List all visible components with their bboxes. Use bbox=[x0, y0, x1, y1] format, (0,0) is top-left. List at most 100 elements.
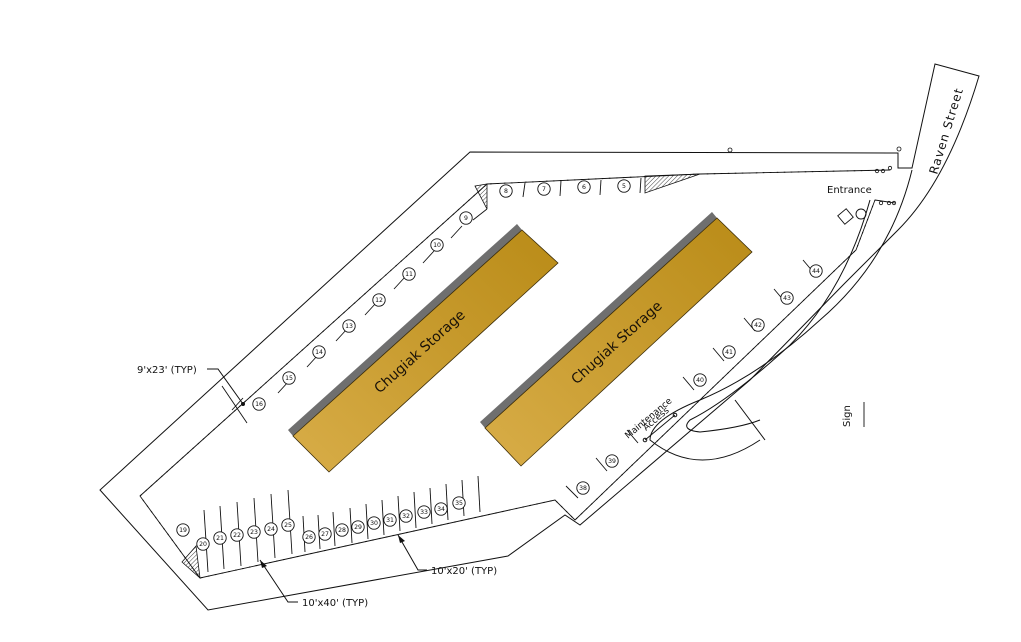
stall-marker-circle bbox=[213, 531, 227, 545]
stall-marker: 30 bbox=[367, 516, 381, 530]
stall-marker: 15 bbox=[282, 371, 296, 385]
stall-marker: 9 bbox=[459, 211, 473, 225]
stall-number: 7 bbox=[542, 186, 546, 193]
building-right-body bbox=[484, 217, 753, 467]
stall-number: 10 bbox=[433, 242, 441, 249]
stall-marker-circle bbox=[342, 319, 356, 333]
hatched-area-top-left bbox=[474, 183, 488, 210]
stall-marker: 38 bbox=[576, 481, 590, 495]
stall-marker-circle bbox=[282, 371, 296, 385]
stall-marker: 28 bbox=[335, 523, 349, 537]
callout-stall-small-leader bbox=[207, 368, 244, 405]
stall-marker: 10 bbox=[430, 238, 444, 252]
stall-marker-circle bbox=[252, 397, 266, 411]
maintenance-gate-post bbox=[642, 437, 648, 443]
stall-marker: 24 bbox=[264, 522, 278, 536]
stall-number: 24 bbox=[267, 526, 275, 533]
stall-marker: 12 bbox=[372, 293, 386, 307]
stall-marker-circle bbox=[430, 238, 444, 252]
stall-number: 25 bbox=[284, 522, 292, 529]
stall-number: 27 bbox=[321, 531, 329, 538]
stall-number: 40 bbox=[696, 377, 704, 384]
stall-marker-circle bbox=[452, 496, 466, 510]
stall-number: 20 bbox=[199, 541, 207, 548]
stall-marker-circle bbox=[196, 537, 210, 551]
entrance-label: Entrance bbox=[827, 185, 872, 196]
gate-posts bbox=[727, 146, 902, 206]
stall-number: 35 bbox=[455, 500, 463, 507]
stall-number: 33 bbox=[420, 509, 428, 516]
stall-marker-circle bbox=[434, 502, 448, 516]
stall-marker-circle bbox=[537, 182, 551, 196]
stall-marker-circle bbox=[372, 293, 386, 307]
stall-number: 21 bbox=[216, 535, 224, 542]
sign-post-line bbox=[734, 399, 766, 441]
stall-marker: 44 bbox=[809, 264, 823, 278]
stall-marker: 42 bbox=[751, 318, 765, 332]
stall-number: 32 bbox=[402, 513, 410, 520]
driveway-outer-curve bbox=[649, 169, 913, 461]
stall-marker-circle bbox=[809, 264, 823, 278]
stall-marker: 21 bbox=[213, 531, 227, 545]
stall-number: 30 bbox=[370, 520, 378, 527]
stall-number: 6 bbox=[582, 184, 586, 191]
stall-marker: 20 bbox=[196, 537, 210, 551]
gate-line bbox=[874, 199, 896, 204]
stall-number: 14 bbox=[315, 349, 323, 356]
stall-marker-circle bbox=[617, 179, 631, 193]
stall-number: 39 bbox=[608, 458, 616, 465]
stall-marker-circle bbox=[459, 211, 473, 225]
typ-stall-small-dimension bbox=[221, 385, 248, 424]
stall-marker: 8 bbox=[499, 184, 513, 198]
stall-marker-circle bbox=[399, 509, 413, 523]
stall-marker: 19 bbox=[176, 523, 190, 537]
stall-marker-circle bbox=[312, 345, 326, 359]
stall-marker: 27 bbox=[318, 527, 332, 541]
stall-number: 8 bbox=[504, 188, 508, 195]
stall-marker-circle bbox=[230, 528, 244, 542]
callout-stall-small: 9'x23' (TYP) bbox=[137, 365, 197, 376]
stall-marker: 23 bbox=[247, 525, 261, 539]
stall-number: 38 bbox=[579, 485, 587, 492]
stall-marker-circle bbox=[383, 513, 397, 527]
stall-marker-circle bbox=[247, 525, 261, 539]
stall-marker-circle bbox=[302, 530, 316, 544]
stall-marker: 39 bbox=[605, 454, 619, 468]
stall-marker: 34 bbox=[434, 502, 448, 516]
stall-marker: 5 bbox=[617, 179, 631, 193]
stall-number: 16 bbox=[255, 401, 263, 408]
stall-marker-circle bbox=[335, 523, 349, 537]
stall-marker-circle bbox=[780, 291, 794, 305]
stall-marker-circle bbox=[417, 505, 431, 519]
building-right: Chugiak Storage bbox=[480, 212, 753, 467]
stall-marker: 11 bbox=[402, 267, 416, 281]
stall-number: 41 bbox=[725, 349, 733, 356]
stall-marker-circle bbox=[367, 516, 381, 530]
stall-marker: 41 bbox=[722, 345, 736, 359]
callout-stall-medium-leader bbox=[397, 534, 427, 571]
stall-number: 9 bbox=[464, 215, 468, 222]
maintenance-access-line bbox=[644, 414, 676, 441]
stall-marker: 6 bbox=[577, 180, 591, 194]
stall-marker-circle bbox=[176, 523, 190, 537]
stall-marker-circle bbox=[751, 318, 765, 332]
stall-marker: 35 bbox=[452, 496, 466, 510]
stall-number: 5 bbox=[622, 183, 626, 190]
stall-number: 28 bbox=[338, 527, 346, 534]
hatched-area-top-right bbox=[644, 173, 701, 194]
stall-number: 44 bbox=[812, 268, 820, 275]
sign-label: Sign bbox=[842, 405, 853, 427]
stall-marker: 31 bbox=[383, 513, 397, 527]
callout-stall-large-arrow bbox=[260, 560, 267, 568]
callout-stall-large-leader bbox=[259, 559, 298, 603]
stall-marker: 13 bbox=[342, 319, 356, 333]
callout-stall-medium-arrow bbox=[398, 535, 405, 543]
maintenance-gate-post-2 bbox=[672, 412, 678, 418]
stall-number: 15 bbox=[285, 375, 293, 382]
stall-marker-circle bbox=[605, 454, 619, 468]
hatched-area-bottom-left bbox=[181, 545, 201, 580]
stall-marker-circle bbox=[499, 184, 513, 198]
top-row-stall-lines bbox=[522, 177, 642, 198]
stall-number: 31 bbox=[386, 517, 394, 524]
